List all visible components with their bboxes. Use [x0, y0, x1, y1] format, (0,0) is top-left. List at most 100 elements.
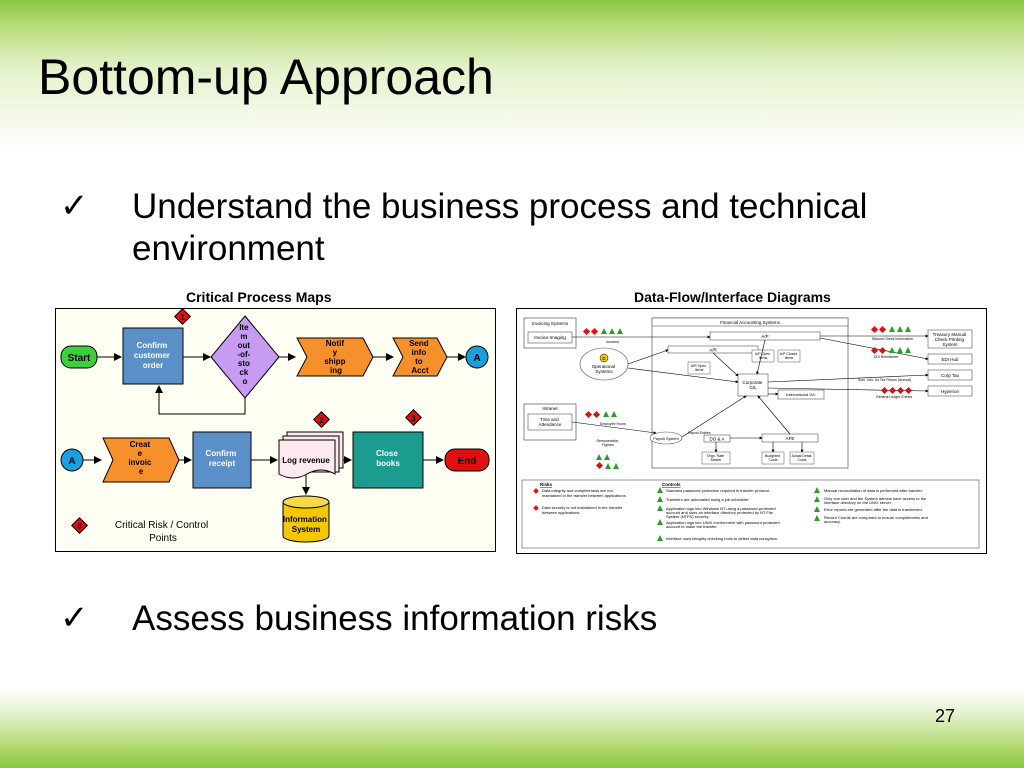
control-icon — [657, 496, 663, 502]
confirm-receipt-label: Confirm receipt — [206, 449, 239, 468]
flow-arrow-loop — [155, 385, 246, 415]
flow-label-manual-check: Manual Check Information — [872, 337, 913, 341]
slide-title: Bottom-up Approach — [38, 49, 494, 105]
start-label: Start — [68, 353, 91, 364]
control-icon — [814, 515, 820, 521]
risk-marker-1 — [174, 308, 191, 325]
invoicing-systems-group — [523, 317, 577, 349]
indicator-group-tax — [880, 386, 913, 395]
log-revenue-doc — [278, 439, 336, 479]
close-books-label: Close books — [376, 449, 400, 468]
time-attendance-label: Time and Attendance — [539, 417, 562, 427]
treasury-system-label: Treasury Manual Check Printing System — [933, 332, 968, 347]
check-icon: ✓ — [60, 599, 89, 637]
risk-item: Data integrity and completeness are not … — [542, 488, 627, 498]
actual-costs-label: Actual Detail Costs — [792, 454, 813, 462]
confirm-receipt-box — [192, 431, 252, 489]
end-label: End — [458, 456, 477, 467]
international-gl-label: International G/L — [786, 392, 816, 397]
ar-label: A/R — [709, 348, 717, 353]
risk-marker-1-label: 1 — [180, 313, 185, 322]
page-number: 27 — [935, 706, 956, 726]
ap-label: A/P — [761, 334, 768, 339]
control-item: Only one user and the System admins have… — [824, 496, 927, 505]
risk-icon — [533, 488, 539, 494]
control-item: Interface uses integrity checking tools … — [666, 536, 778, 541]
control-icon — [657, 505, 663, 511]
flow-label-employee-hours: Employee Hours — [600, 422, 626, 426]
caption-process-maps: Critical Process Maps — [186, 289, 332, 305]
log-revenue-label: Log revenue — [282, 456, 330, 465]
data-flow-diagram: Invoicing Systems Invoice Imaging Financ… — [516, 308, 987, 554]
flow-label-invoices: Invoices — [606, 340, 619, 344]
legend-marker-label: # — [77, 522, 82, 531]
send-info-step — [392, 337, 448, 377]
edi-hub-label: EDI Hub — [941, 357, 959, 362]
confirm-order-label: Confirm customer order — [134, 341, 172, 370]
payroll-system-label: Payroll System — [653, 437, 678, 441]
connector-a-bottom — [60, 448, 84, 472]
risk-icon — [533, 505, 539, 511]
risk-marker-2-label: 2 — [319, 416, 324, 425]
payroll-system-node — [649, 431, 683, 445]
control-item: Error reports are generated after the da… — [824, 507, 923, 512]
controls-header: Controls — [662, 482, 681, 487]
connector-a-label: A — [473, 353, 480, 364]
do-a-label: DO & A — [709, 437, 724, 442]
control-item: Record Counts are compared to ensure com… — [824, 515, 929, 524]
intranet-group — [523, 403, 577, 441]
do-a-box — [703, 434, 731, 443]
control-icon — [814, 506, 820, 512]
header-gradient — [0, 0, 1024, 150]
flow-label-payroll-entries: Payroll Entries — [688, 431, 711, 435]
flow-label-remuneration: Remuneration Figures — [597, 439, 620, 447]
control-item: Transfers are automated using a job sche… — [666, 497, 749, 502]
indicator-group-remuneration — [595, 454, 619, 470]
control-item: Standard password protection required in… — [666, 488, 770, 493]
confirm-order-box — [122, 327, 184, 385]
start-terminal — [60, 345, 98, 369]
info-system-label: Information System — [283, 515, 329, 534]
control-icon — [814, 487, 820, 493]
control-icon — [657, 535, 663, 541]
check-icon: ✓ — [60, 187, 89, 225]
ap-closed-items-store — [777, 349, 801, 363]
caption-data-flow: Data-Flow/Interface Diagrams — [634, 289, 831, 305]
connector-a-top — [465, 345, 489, 369]
control-item: Application logs into UNIX environment w… — [666, 520, 781, 529]
risk-control-legend — [521, 479, 980, 549]
flow-label-edi-remittance: EDI Remittance — [874, 355, 899, 359]
rate-master-label: Orgn. Rate Master — [707, 454, 725, 462]
legend-risk-marker — [71, 517, 88, 534]
send-info-label: Send info to Acct — [409, 339, 431, 375]
close-books-box — [352, 431, 424, 489]
flow-label-tax-return: Sum. Info. for Tax Return (Annual) — [858, 378, 911, 382]
create-invoice-step — [102, 437, 180, 483]
stock-decision-label: Ite m out -of- sto ck o — [237, 323, 252, 386]
risk-marker-3 — [405, 409, 422, 426]
control-icon — [814, 496, 820, 502]
bullet-understand: Understand the business process and tech… — [132, 187, 868, 268]
indicator-group-treasury — [870, 325, 911, 334]
flow-label-general-ledger: General Ledger Entries — [876, 395, 912, 399]
afe-label: AFE — [786, 436, 795, 441]
intranet-label: Intranet — [542, 406, 558, 411]
control-item: Application logs into Windows NT using a… — [666, 506, 777, 519]
budgeted-costs-label: Budgeted Costs — [765, 454, 781, 462]
control-item: Manual reconciliation of data is perform… — [824, 488, 923, 493]
bullet-assess: Assess business information risks — [132, 599, 658, 638]
treasury-system-box — [927, 329, 973, 349]
corp-tax-label: Corp Tax — [941, 373, 960, 378]
ar-open-items-label: A/R Open Items — [691, 364, 707, 372]
ap-closed-items-label: A/P Closed Items — [780, 352, 798, 360]
notify-shipping-label: Notif y shipp ing — [324, 339, 348, 375]
indicator-group-edi — [870, 346, 911, 355]
info-system-cylinder — [282, 502, 330, 543]
end-terminal — [444, 448, 490, 472]
operational-systems-label: Operational Systems — [592, 364, 617, 374]
connector-a-label: A — [68, 456, 75, 467]
indicator-group-payroll — [584, 410, 617, 419]
risk-item: Data security is not maintained in the t… — [542, 505, 623, 515]
ap-open-items-label: A/P Open Items — [755, 352, 771, 360]
marker-c-icon — [599, 353, 609, 363]
